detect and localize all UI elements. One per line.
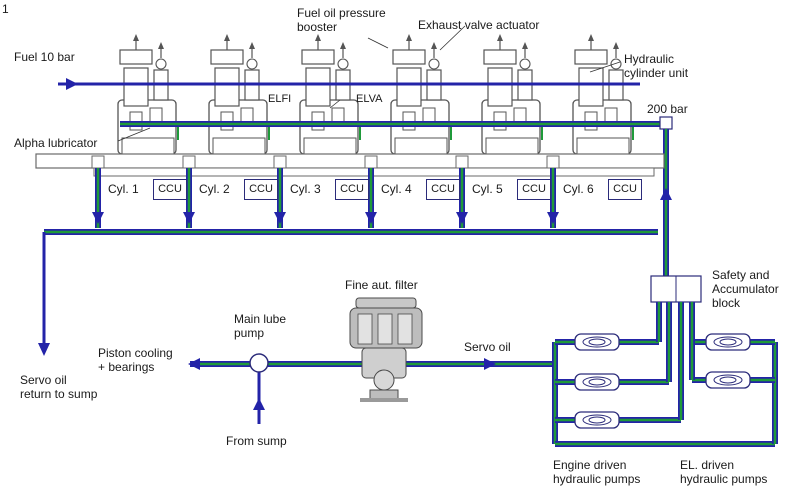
hcu-unit xyxy=(481,34,543,155)
high-pressure-rail xyxy=(120,116,673,276)
cylinder-label: Cyl. 6 xyxy=(563,182,594,196)
hcu-unit xyxy=(390,34,452,155)
cylinder-label: Cyl. 4 xyxy=(381,182,412,196)
hydraulic-pump xyxy=(574,333,620,351)
hydraulic-pump xyxy=(705,333,751,351)
piston-cooling-label: Piston cooling + bearings xyxy=(98,346,173,374)
servo-return-manifold xyxy=(38,155,658,356)
fuel-label: Fuel 10 bar xyxy=(14,50,75,64)
servo-oil-label: Servo oil xyxy=(464,340,511,354)
engine-frame xyxy=(35,153,665,177)
el-pumps-label: EL. driven hydraulic pumps xyxy=(680,458,768,486)
fuel-line xyxy=(58,78,640,90)
hcu-unit xyxy=(117,34,179,155)
hcu-label: Hydraulic cylinder unit xyxy=(624,52,689,80)
elfi-label: ELFI xyxy=(268,93,292,105)
leader-lines xyxy=(117,25,621,142)
main-pump-label: Main lube pump xyxy=(234,312,287,340)
hydraulic-pump xyxy=(574,373,620,391)
cylinder-label: Cyl. 3 xyxy=(290,182,321,196)
ccu-box: CCU xyxy=(335,179,369,200)
servo-return-label: Servo oil return to sump xyxy=(20,373,98,401)
exhaust-label: Exhaust valve actuator xyxy=(418,18,540,32)
hcu-unit xyxy=(299,34,361,155)
cylinder-label: Cyl. 5 xyxy=(472,182,503,196)
fine-auto-filter xyxy=(349,297,423,402)
safety-accumulator-block xyxy=(650,275,702,303)
alpha-lubricator-label: Alpha lubricator xyxy=(14,136,98,150)
cylinder-label: Cyl. 2 xyxy=(199,182,230,196)
ccu-box: CCU xyxy=(517,179,551,200)
elva-label: ELVA xyxy=(356,93,383,105)
cylinder-label: Cyl. 1 xyxy=(108,182,139,196)
ccu-box: CCU xyxy=(426,179,460,200)
hcu-unit xyxy=(208,34,270,155)
safety-block-label: Safety and Accumulator block xyxy=(712,268,779,310)
ccu-box: CCU xyxy=(608,179,642,200)
ccu-box: CCU xyxy=(153,179,187,200)
ccu-box: CCU xyxy=(244,179,278,200)
hydraulic-pump xyxy=(574,411,620,429)
figure-number: 1 xyxy=(2,2,9,16)
pressure-label: 200 bar xyxy=(647,102,688,116)
from-sump-label: From sump xyxy=(226,434,287,448)
pump-network xyxy=(552,302,778,447)
hydraulic-pump xyxy=(705,371,751,389)
engine-pumps-label: Engine driven hydraulic pumps xyxy=(553,458,641,486)
booster-label: Fuel oil pressure booster xyxy=(297,6,386,34)
filter-label: Fine aut. filter xyxy=(345,278,418,292)
